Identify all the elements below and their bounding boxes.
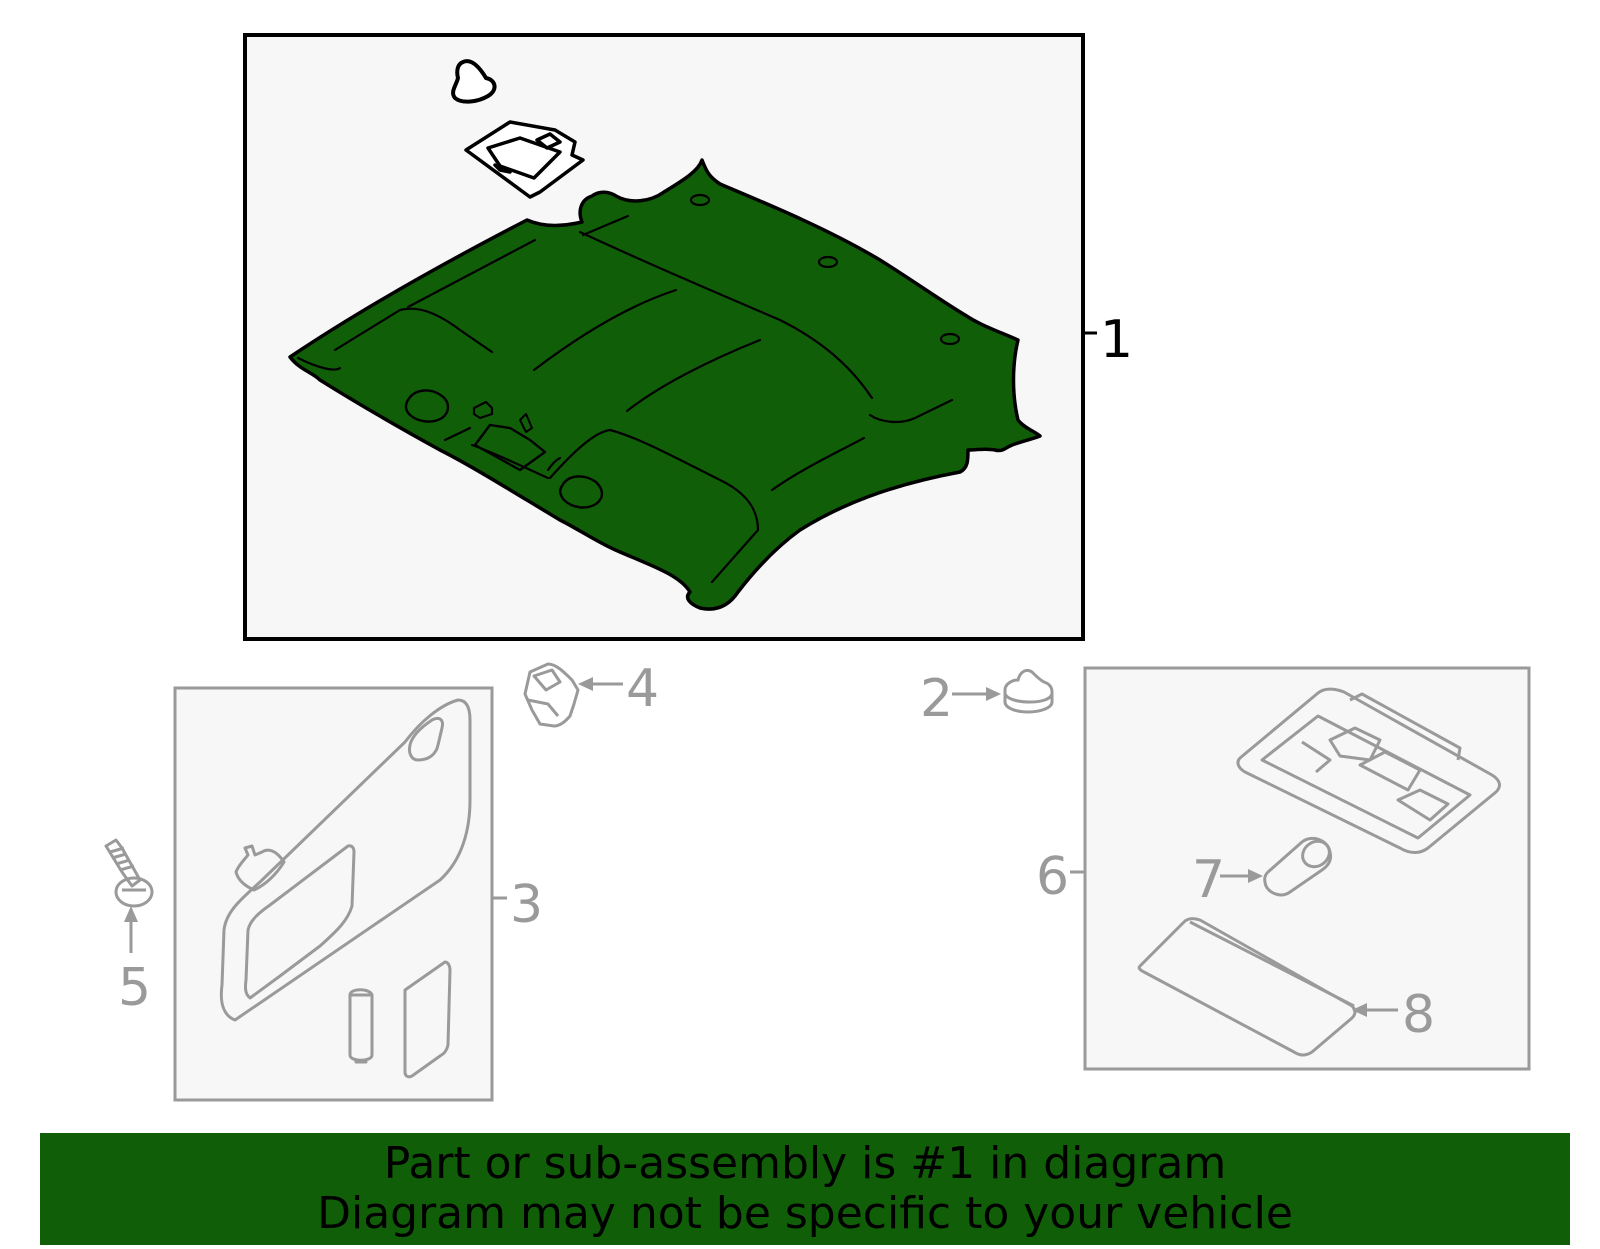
callout-1[interactable]: 1 <box>1100 310 1133 370</box>
footer-line-1: Part or sub-assembly is #1 in diagram <box>383 1138 1227 1189</box>
visor-clip-part-illustration[interactable] <box>523 662 580 728</box>
plug-part-illustration[interactable] <box>1003 668 1054 714</box>
callout-3[interactable]: 3 <box>510 875 543 935</box>
arrowhead-7 <box>1248 869 1263 883</box>
footer-line-2: Diagram may not be specific to your vehi… <box>317 1188 1293 1239</box>
callout-4[interactable]: 4 <box>626 659 659 719</box>
headliner-part-illustration[interactable] <box>288 158 1042 611</box>
screw-part-illustration[interactable] <box>104 838 154 908</box>
sun-visor-part-illustration[interactable] <box>219 698 472 1079</box>
dome-lamp-housing-illustration[interactable] <box>1236 687 1501 854</box>
callout-7[interactable]: 7 <box>1192 850 1225 910</box>
footer-banner: Part or sub-assembly is #1 in diagram Di… <box>40 1133 1570 1245</box>
bracket-part-illustration[interactable] <box>464 120 585 199</box>
bulb-part-illustration[interactable] <box>1263 836 1335 897</box>
callout-8[interactable]: 8 <box>1402 985 1435 1045</box>
dome-lamp-frame <box>1083 666 1531 1071</box>
sun-visor-frame <box>173 686 494 1102</box>
arrowhead-2 <box>986 687 1001 701</box>
lens-part-illustration[interactable] <box>1137 917 1357 1057</box>
clip-part-illustration[interactable] <box>451 59 497 104</box>
callout-6[interactable]: 6 <box>1036 847 1069 907</box>
callout-5[interactable]: 5 <box>118 958 151 1018</box>
arrowhead-5 <box>124 906 138 922</box>
arrowhead-4 <box>578 677 593 691</box>
callout-2[interactable]: 2 <box>920 669 953 729</box>
arrowhead-8 <box>1352 1003 1367 1017</box>
